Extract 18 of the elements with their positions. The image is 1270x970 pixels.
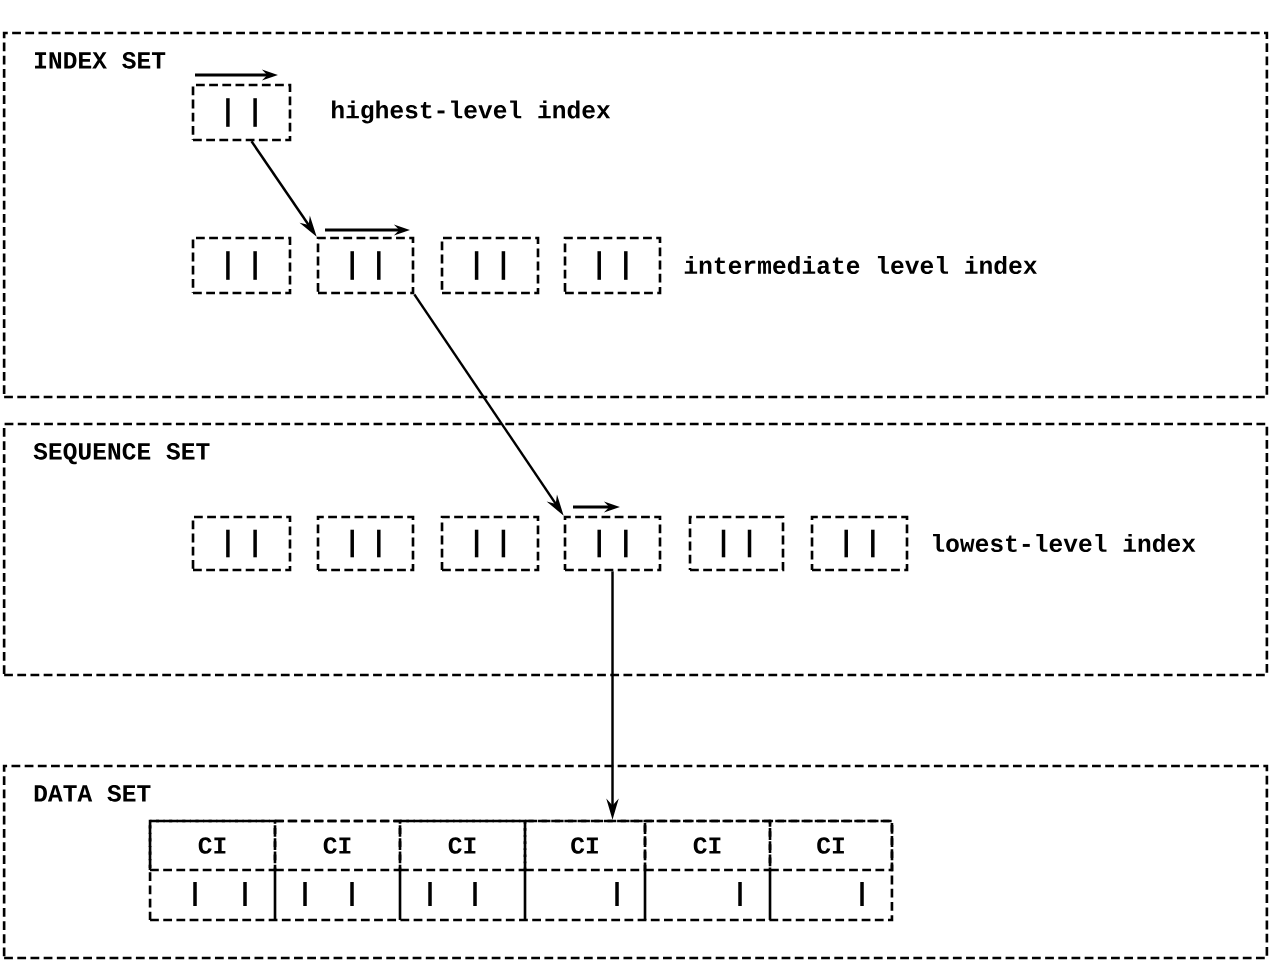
index-record-box	[440, 236, 540, 295]
index-record-box	[440, 515, 540, 572]
ci-cell: CI	[398, 819, 527, 872]
index-record-box	[191, 236, 292, 295]
ci-cell: CI	[768, 819, 894, 872]
index-record-box	[563, 515, 662, 572]
level-label: intermediate level index	[684, 255, 1037, 275]
index-record-box	[688, 515, 785, 572]
level-label: highest-level index	[332, 100, 611, 124]
index-record-box	[316, 236, 415, 295]
ci-cell: CI	[148, 819, 277, 872]
level-label: lowest-level index	[933, 533, 1196, 553]
data-box	[148, 819, 894, 922]
ci-cell: CI	[643, 819, 772, 872]
ci-cell: CI	[273, 819, 402, 872]
index-record-box	[316, 515, 415, 572]
ci-cell: CI	[523, 819, 647, 872]
index-record-box	[191, 515, 292, 572]
